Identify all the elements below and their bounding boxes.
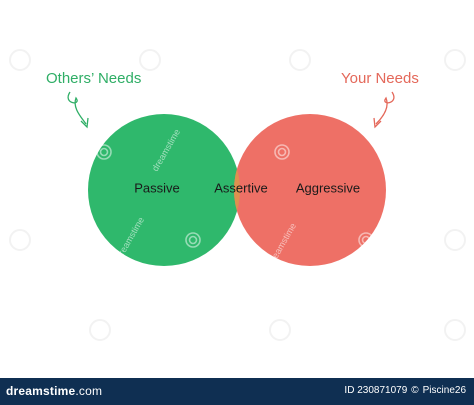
venn-diagram	[9, 49, 466, 341]
passive-circle	[88, 114, 240, 266]
brand-name: dreamstime	[6, 384, 76, 398]
brand-suffix: .com	[75, 384, 103, 398]
footer-bar: dreamstime.com ID 230871079©Piscine26	[0, 378, 474, 405]
others-needs-label: Others’ Needs	[46, 70, 142, 87]
assertive-label: Assertive	[214, 180, 268, 196]
author-name: Piscine26	[422, 385, 466, 396]
background-watermark-swirls	[9, 49, 466, 341]
footer-brand: dreamstime.com	[6, 384, 102, 398]
image-id: ID 230871079	[344, 385, 408, 396]
passive-label: Passive	[134, 180, 180, 196]
footer-credit: ID 230871079©Piscine26	[344, 385, 466, 396]
others-needs-arrowhead-icon	[80, 117, 89, 129]
aggressive-circle	[234, 114, 386, 266]
your-needs-arrow	[375, 91, 395, 125]
your-needs-arrowhead-icon	[373, 117, 382, 129]
aggressive-label: Aggressive	[295, 180, 361, 196]
watermark-swirl-icons	[96, 144, 374, 248]
your-needs-label: Your Needs	[341, 70, 419, 87]
copyright-symbol: ©	[411, 385, 419, 396]
others-needs-arrow	[67, 91, 87, 125]
